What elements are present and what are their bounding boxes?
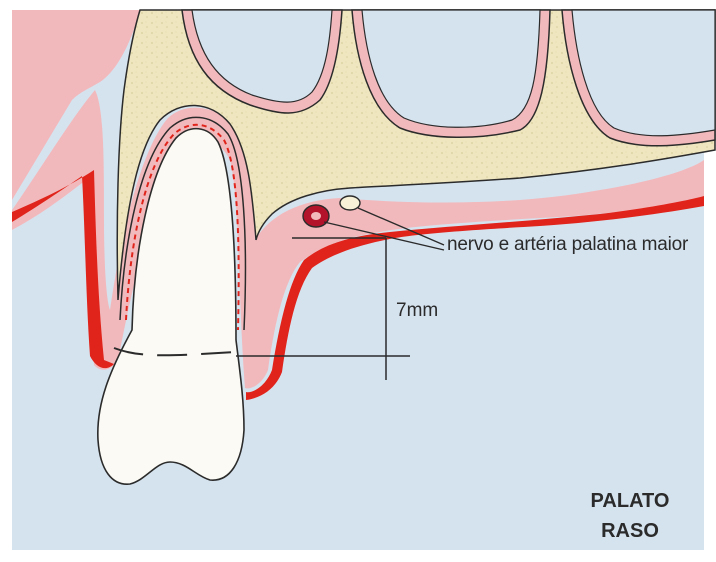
nerve-artery-label: nervo e artéria palatina maior bbox=[447, 234, 688, 256]
title-line-1: PALATO bbox=[560, 486, 700, 516]
diagram-title: PALATO RASO bbox=[560, 486, 700, 546]
palatine-nerve bbox=[340, 196, 360, 210]
title-line-2: RASO bbox=[560, 516, 700, 546]
artery-lumen bbox=[311, 212, 321, 220]
measurement-label: 7mm bbox=[396, 300, 438, 322]
